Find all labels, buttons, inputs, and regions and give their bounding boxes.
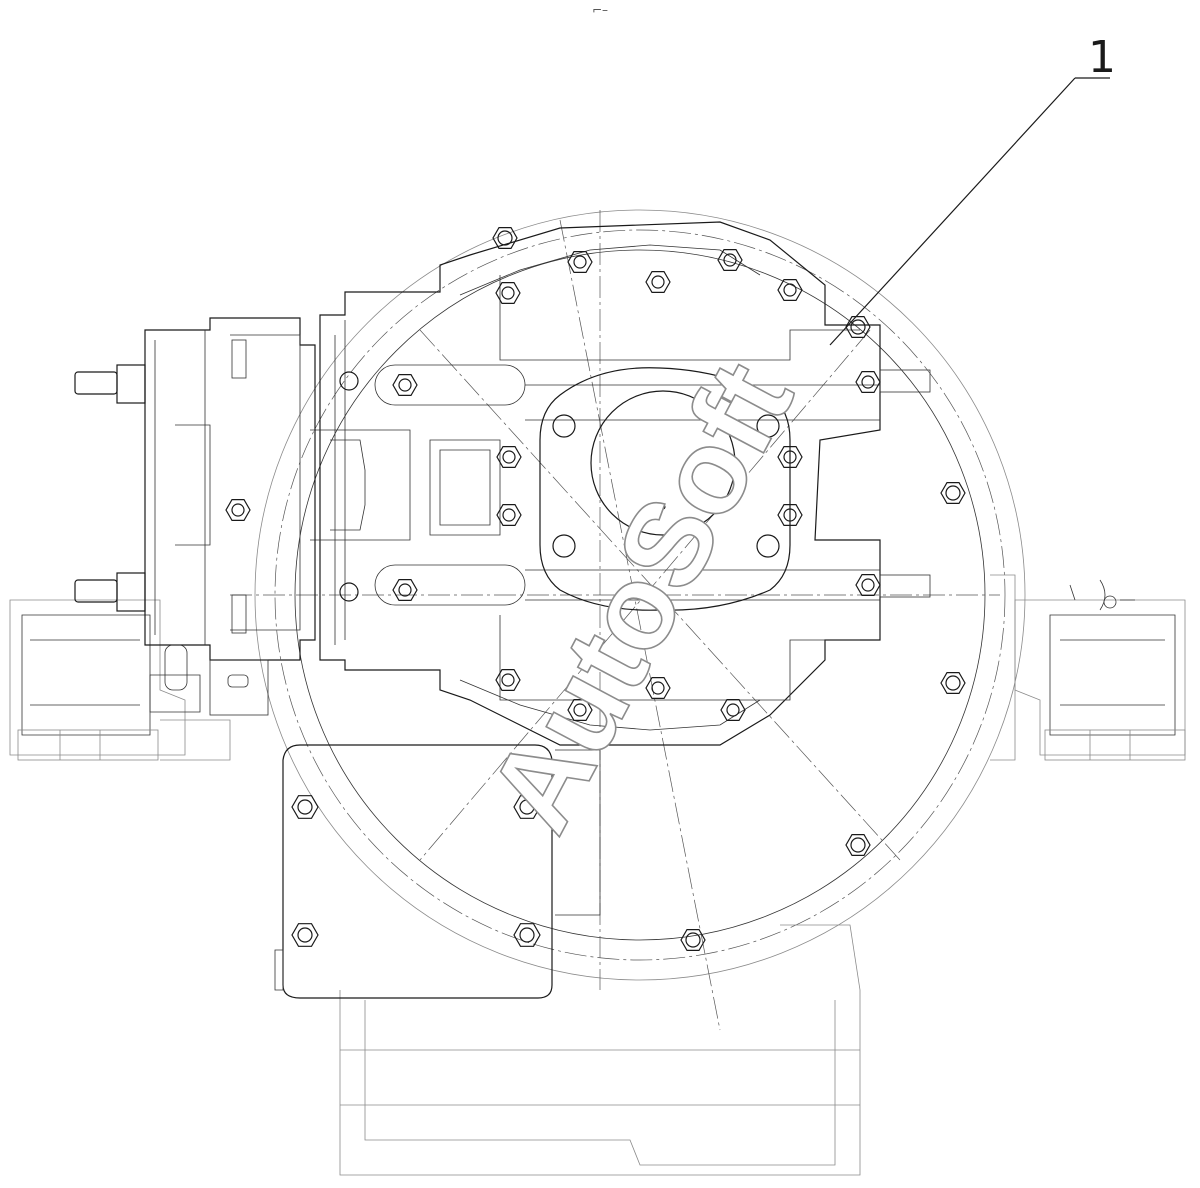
center-flange xyxy=(539,367,791,611)
right-mount xyxy=(990,574,1186,761)
watermark: AutoSoft xyxy=(462,341,820,853)
housing-inner-bolts xyxy=(339,249,881,721)
cover-plate xyxy=(274,744,601,999)
left-mount xyxy=(9,599,231,761)
housing-bolts xyxy=(492,227,966,951)
watermark-text: AutoSoft xyxy=(463,342,819,852)
lower-body xyxy=(339,924,861,1176)
shift-housing xyxy=(310,221,931,746)
left-actuator xyxy=(74,317,316,716)
callout-1: 1 xyxy=(829,32,1116,346)
callout-label: 1 xyxy=(1088,32,1116,83)
top-mark: ⌐– xyxy=(592,3,608,17)
